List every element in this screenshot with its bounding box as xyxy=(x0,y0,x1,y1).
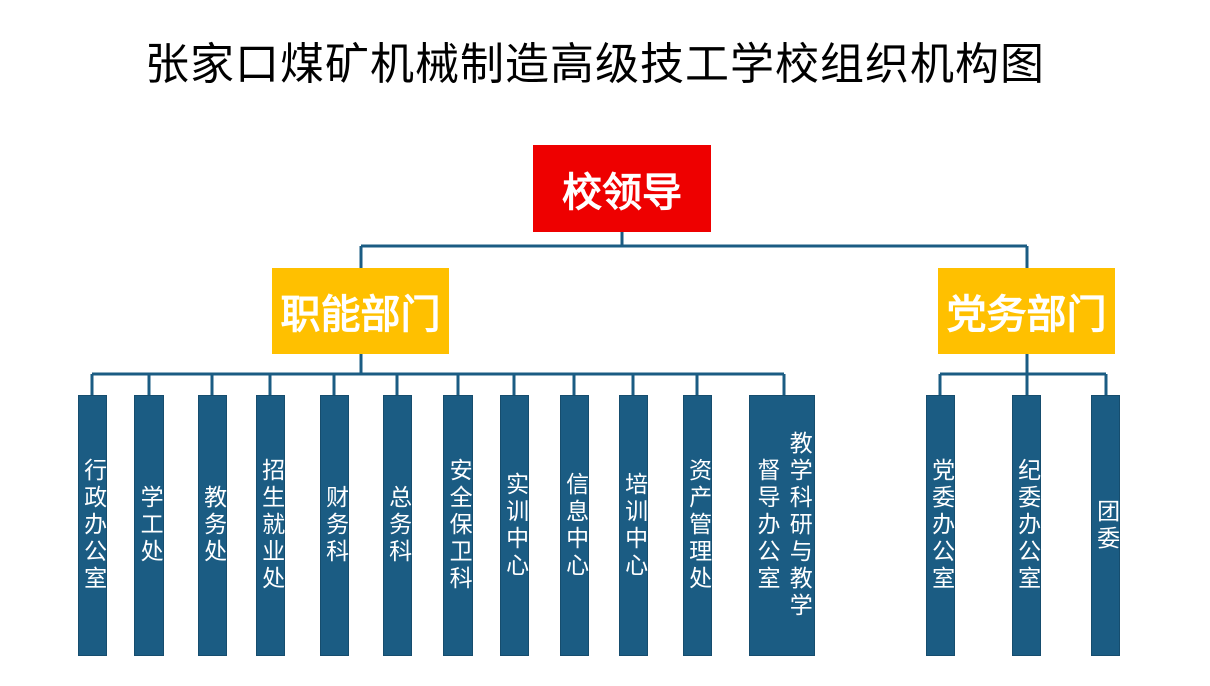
unit-admin-office: 行政办公室 xyxy=(78,395,107,656)
unit-asset-management: 资产管理处 xyxy=(683,395,712,656)
unit-student-affairs: 学工处 xyxy=(134,395,164,656)
unit-youth-league: 团委 xyxy=(1091,395,1120,656)
unit-discipline-committee-office: 纪委办公室 xyxy=(1012,395,1041,656)
unit-academic-affairs: 教务处 xyxy=(198,395,227,656)
unit-teaching-research-supervision: 教学科研与教学督导办公室 xyxy=(749,395,815,656)
unit-finance: 财务科 xyxy=(320,395,349,656)
unit-party-committee-office: 党委办公室 xyxy=(926,395,955,656)
unit-general-affairs: 总务科 xyxy=(383,395,412,656)
unit-security: 安全保卫科 xyxy=(443,395,473,656)
unit-training-center: 实训中心 xyxy=(500,395,529,656)
unit-enrollment-employment: 招生就业处 xyxy=(256,395,285,656)
unit-information-center: 信息中心 xyxy=(560,395,589,656)
page-title: 张家口煤矿机械制造高级技工学校组织机构图 xyxy=(145,39,1045,90)
party-departments-box: 党务部门 xyxy=(938,268,1115,354)
functional-departments-box: 职能部门 xyxy=(272,268,449,354)
school-leadership-box: 校领导 xyxy=(533,145,711,232)
unit-vocational-training: 培训中心 xyxy=(619,395,648,656)
